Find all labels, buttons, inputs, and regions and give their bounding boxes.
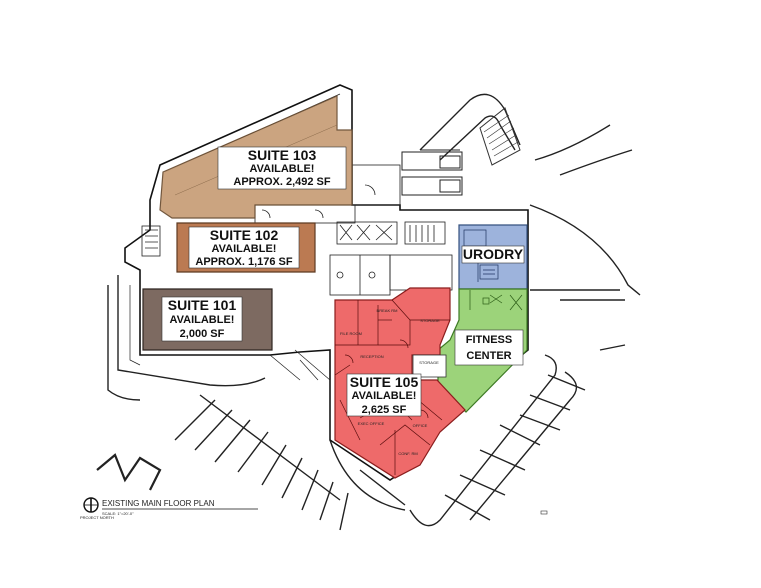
fitness-text-1: FITNESS	[466, 334, 512, 346]
ramp	[479, 107, 521, 166]
suite-103-name: SUITE 103	[248, 147, 317, 163]
suite-105-name: SUITE 105	[350, 374, 419, 390]
suite-102-status: AVAILABLE!	[212, 243, 277, 255]
storage-room	[412, 354, 447, 378]
reception-label: RECEPTION	[360, 354, 383, 359]
suite-102-name: SUITE 102	[210, 227, 279, 243]
exec-office-label: EXEC OFFICE	[358, 421, 385, 426]
urodry-text: URODRY	[463, 246, 524, 262]
conf-room-label: CONF. RM	[398, 451, 417, 456]
site-lines	[96, 93, 641, 531]
suite-101-status: AVAILABLE!	[170, 314, 235, 326]
title-block: EXISTING MAIN FLOOR PLAN SCALE: 1"=20'-0…	[80, 497, 548, 520]
suite-102-area-text: APPROX. 1,176 SF	[195, 256, 292, 268]
urodry-label: URODRY	[461, 245, 525, 264]
suite-105-status: AVAILABLE!	[352, 390, 417, 402]
file-room-label: FILE ROOM	[340, 331, 362, 336]
suite-101-label: SUITE 101 AVAILABLE! 2,000 SF	[161, 296, 243, 342]
suite-102-label: SUITE 102 AVAILABLE! APPROX. 1,176 SF	[188, 226, 300, 269]
suite-101-name: SUITE 101	[168, 297, 237, 313]
suite-103-label: SUITE 103 AVAILABLE! APPROX. 2,492 SF	[217, 146, 347, 190]
suite-103-status: AVAILABLE!	[250, 163, 315, 175]
break-room-label: BREAK RM	[377, 308, 398, 313]
plan-title: EXISTING MAIN FLOOR PLAN	[102, 499, 215, 508]
suite-105-area-text: 2,625 SF	[362, 404, 407, 416]
parked-cars	[401, 149, 463, 196]
storage-label-2: STORAGE	[420, 318, 440, 323]
office-label: OFFICE	[413, 423, 428, 428]
storage-label: STORAGE	[419, 360, 439, 365]
suite-105-label: SUITE 105 AVAILABLE! 2,625 SF	[346, 373, 422, 417]
north-note: PROJECT NORTH	[80, 515, 114, 520]
scale-note: SCALE: 1"=20'-0"	[102, 511, 134, 516]
suite-103-area-text: APPROX. 2,492 SF	[233, 176, 330, 188]
fitness-label: FITNESS CENTER	[454, 329, 524, 366]
fitness-text-2: CENTER	[466, 350, 511, 362]
suite-101-area-text: 2,000 SF	[180, 328, 225, 340]
